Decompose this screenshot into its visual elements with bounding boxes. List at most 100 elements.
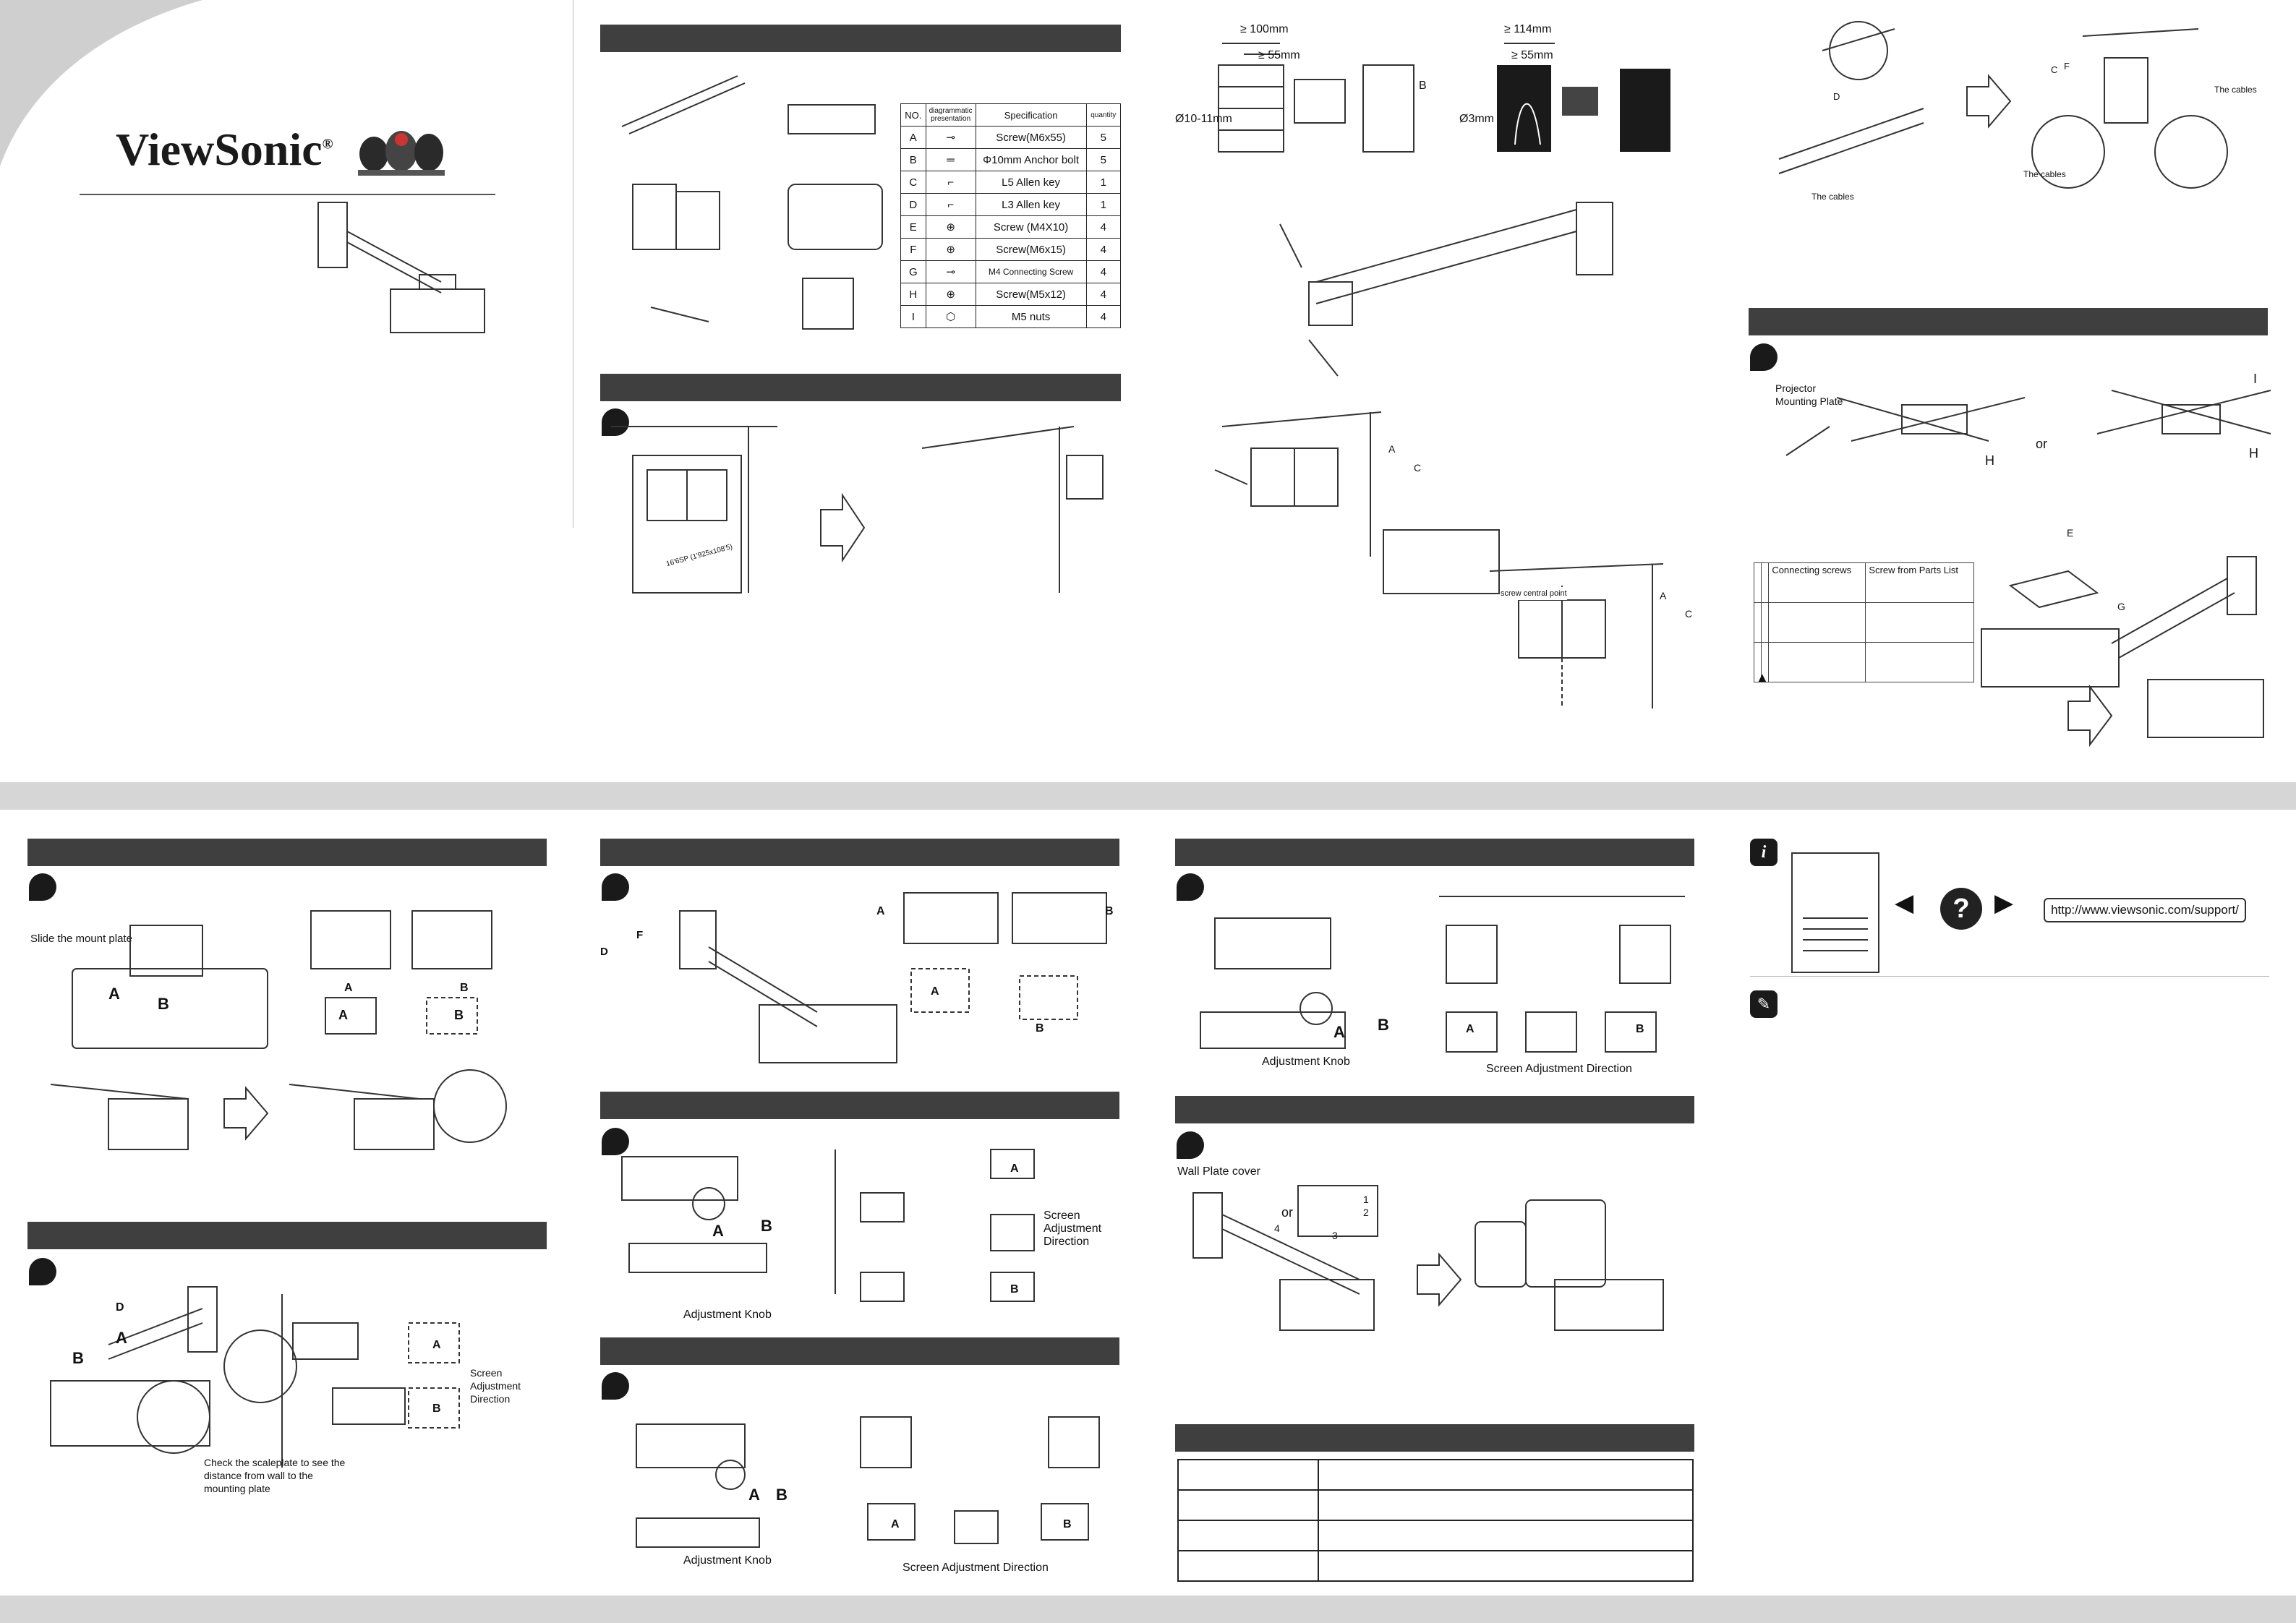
projector-attach-illustration (1981, 556, 2264, 747)
brick-depth-label: ≥ 100mm (1240, 23, 1289, 35)
row-no: A (900, 126, 926, 149)
row-no: I (900, 305, 926, 328)
step-number-badge (602, 873, 629, 901)
screw-icon: ⊕ (925, 215, 976, 239)
tilt-b-label: B (1105, 905, 1114, 917)
row-no: C (900, 171, 926, 194)
table-row (1177, 1489, 1694, 1521)
wrench-icon: ✎ (1750, 990, 1778, 1018)
table-row: Connecting screws Screw from Parts List (1753, 562, 1974, 603)
parts-illustrations (621, 75, 883, 330)
row-spec: Screw(M6x55) (975, 126, 1087, 149)
table-row (1177, 1520, 1694, 1551)
screw-icon: ⊕ (925, 283, 976, 306)
cover-header-bar (1175, 1096, 1694, 1123)
corner-swoosh (0, 0, 202, 166)
slide-plate-illustration (50, 910, 507, 1150)
allen-key-icon: ⌐ (925, 193, 976, 216)
cables-routing-illustration (1778, 21, 2228, 189)
tilt-header-bar (600, 839, 1119, 866)
plate-h-right-label: H (2249, 446, 2258, 461)
cover-num-2: 2 (1363, 1207, 1369, 1218)
plate-h-left-label: H (1985, 453, 1994, 468)
row-spec: L3 Allen key (975, 193, 1087, 216)
knob1-box-b: B (1010, 1283, 1019, 1296)
col-1 (1753, 562, 1762, 603)
cover-num-4: 4 (1274, 1222, 1280, 1234)
col-spec: Specification (975, 103, 1087, 127)
plate-or-label: or (2036, 437, 2048, 451)
tilt-d-label: D (600, 946, 608, 958)
parts-table: NO. diagrammatic presentation Specificat… (900, 103, 1122, 328)
screw-icon: ⊸ (925, 126, 976, 149)
cables-c-label: C (2051, 64, 2058, 75)
col-2 (1761, 562, 1770, 603)
connecting-screws-table: Connecting screws Screw from Parts List (1753, 562, 1974, 682)
knob1-screen-label: Screen Adjustment Direction (1044, 1209, 1102, 1248)
specification-table (1177, 1459, 1694, 1582)
row-spec: L5 Allen key (975, 171, 1087, 194)
knob1-b-label: B (761, 1217, 772, 1235)
row-no: E (900, 215, 926, 239)
scaleplate-illustration (50, 1286, 460, 1468)
knob2-header-bar (600, 1337, 1119, 1365)
cover-num-3: 3 (1332, 1230, 1338, 1241)
knob1-a-label: A (712, 1222, 724, 1240)
slide-b-label: B (158, 995, 169, 1013)
template-on-wall-illustration (611, 426, 1104, 594)
knob1-label: Adjustment Knob (683, 1309, 772, 1321)
arm-assembly-illustration (1279, 202, 1613, 377)
center-c-label: C (1685, 608, 1693, 620)
slide-a-small: A (344, 982, 353, 994)
col-connecting: Connecting screws (1768, 562, 1866, 603)
scale-b-label: B (72, 1349, 84, 1367)
wallplate-center-illustration (1489, 563, 1664, 708)
brick-part-label: B (1419, 80, 1427, 92)
arrow-right-icon: ▶ (1994, 889, 2014, 917)
wallplate-a-label: A (1388, 443, 1396, 455)
row-no: G (900, 260, 926, 283)
screw-center-label: screw central point (1501, 587, 1567, 600)
spec-header-bar (1175, 1424, 1694, 1452)
cover-illustration (1192, 1185, 1664, 1331)
arrow-left-icon: ◀ (1895, 889, 1914, 917)
knob3-screen-label: Screen Adjustment Direction (1486, 1063, 1632, 1075)
knob2-box-a: A (891, 1518, 900, 1530)
step-number-badge (602, 1128, 629, 1155)
allen-key-icon: ⌐ (925, 171, 976, 194)
knob2-illustration (636, 1416, 1100, 1548)
slide-box-a: A (338, 1008, 348, 1022)
row-spec: M4 Connecting Screw (975, 260, 1087, 283)
wall-plate-cover-label: Wall Plate cover (1177, 1165, 1260, 1178)
table-row: H⊕Screw(M5x12)4 (900, 283, 1122, 306)
row-no: H (900, 283, 926, 306)
knob3-header-bar (1175, 839, 1694, 866)
tilt-f-label: F (636, 929, 644, 941)
brand-name: ViewSonic (116, 124, 323, 175)
row-spec: Screw(M6x15) (975, 238, 1087, 261)
support-url-link[interactable]: http://www.viewsonic.com/support/ (2044, 898, 2246, 922)
row-qty: 4 (1085, 260, 1122, 283)
table-row (1177, 1459, 1694, 1491)
row-spec: Screw(M5x12) (975, 283, 1087, 306)
plate-i-label: I (2253, 372, 2258, 386)
col-no: NO. (900, 103, 926, 127)
projector-plate-label: Projector Mounting Plate (1775, 382, 1843, 407)
wood-depth2-label: ≥ 55mm (1511, 49, 1553, 61)
row-no: D (900, 193, 926, 216)
plate-e-label: E (2067, 527, 2074, 539)
brick-depth2-label: ≥ 55mm (1258, 49, 1300, 61)
cables-label-left: The cables (1811, 192, 1854, 202)
row-qty: 4 (1085, 283, 1122, 306)
cables-d-label: D (1833, 91, 1840, 102)
center-a-label: A (1660, 590, 1667, 601)
step-number-badge (29, 873, 56, 901)
info-icon: i (1750, 839, 1778, 866)
trademark: ® (322, 136, 333, 153)
tilt-illustration (679, 892, 1107, 1063)
nut-icon: ⬡ (925, 305, 976, 328)
knob3-box-b: B (1636, 1023, 1644, 1035)
